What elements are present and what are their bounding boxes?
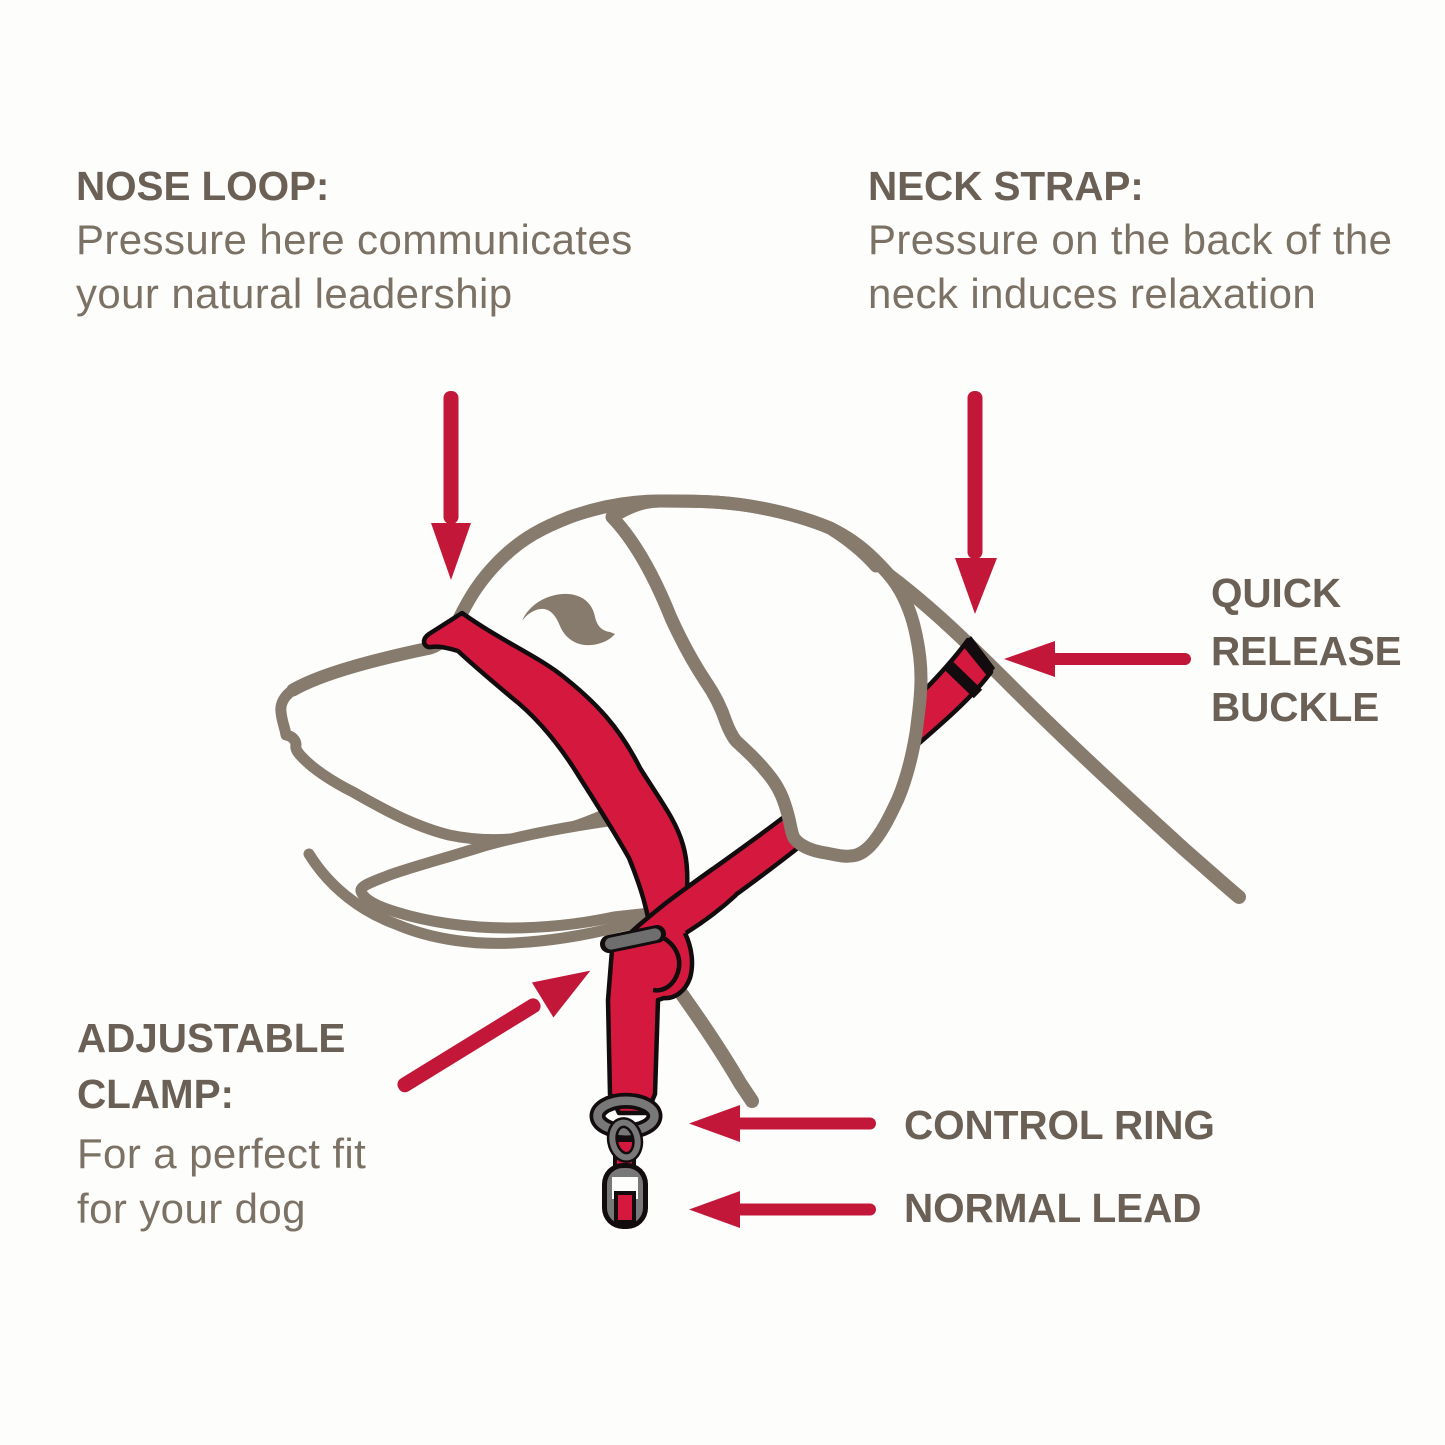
svg-text:QUICK: QUICK — [1211, 570, 1341, 616]
svg-text:your natural leadership: your natural leadership — [76, 270, 512, 317]
svg-text:NECK STRAP:: NECK STRAP: — [868, 163, 1144, 209]
svg-text:For a perfect fit: For a perfect fit — [77, 1130, 366, 1177]
svg-text:NOSE LOOP:: NOSE LOOP: — [76, 163, 329, 209]
svg-text:CLAMP:: CLAMP: — [77, 1071, 234, 1117]
svg-text:neck induces relaxation: neck induces relaxation — [868, 270, 1316, 317]
svg-text:NORMAL LEAD: NORMAL LEAD — [904, 1185, 1201, 1231]
svg-text:CONTROL RING: CONTROL RING — [904, 1102, 1215, 1148]
svg-text:Pressure on the back of the: Pressure on the back of the — [868, 216, 1392, 263]
svg-text:RELEASE: RELEASE — [1211, 628, 1402, 674]
svg-text:BUCKLE: BUCKLE — [1211, 684, 1379, 730]
svg-text:for your dog: for your dog — [77, 1185, 306, 1232]
svg-text:Pressure here communicates: Pressure here communicates — [76, 216, 633, 263]
svg-text:ADJUSTABLE: ADJUSTABLE — [77, 1015, 345, 1061]
